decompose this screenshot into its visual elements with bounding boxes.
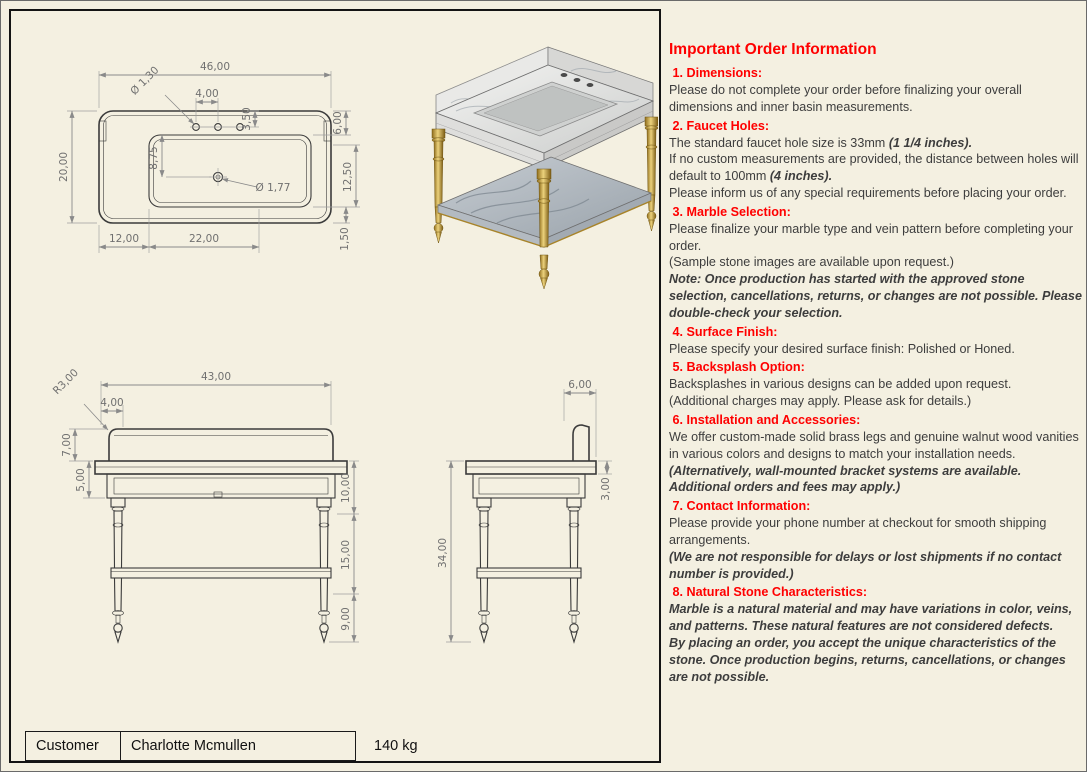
section-paragraph: By placing an order, you accept the uniq… xyxy=(669,635,1066,684)
section-paragraph: The standard faucet hole size is 33mm (1… xyxy=(669,135,973,150)
dim-side-depth-top: 6,00 xyxy=(568,379,591,391)
dim-top-width: 46,00 xyxy=(200,61,230,73)
customer-label: Customer xyxy=(25,731,121,761)
technical-drawing: 46,00 Ø 1,30 4,00 3,50 6,00 20,00 xyxy=(51,46,658,644)
info-sections: 1. Dimensions: Please do not complete you… xyxy=(669,65,1083,685)
drawing-frame: 46,00 Ø 1,30 4,00 3,50 6,00 20,00 xyxy=(9,9,661,763)
section-heading: 4. Surface Finish: xyxy=(669,324,778,339)
section-paragraph: (Alternatively, wall-mounted bracket sys… xyxy=(669,463,1022,495)
section-paragraph: If no custom measurements are provided, … xyxy=(669,152,1079,184)
section-paragraph: Marble is a natural material and may hav… xyxy=(669,602,1073,634)
dim-front-width: 43,00 xyxy=(201,371,231,383)
info-panel-title: Important Order Information xyxy=(669,41,877,58)
section-paragraph: We offer custom-made solid brass legs an… xyxy=(669,429,1079,461)
dim-hole-spacing: 4,00 xyxy=(195,88,218,100)
title-block: Customer Charlotte Mcmullen 140 kg xyxy=(25,731,418,761)
section-heading: 3. Marble Selection: xyxy=(669,204,791,219)
section-heading: 7. Contact Information: xyxy=(669,499,811,514)
dim-right-depth: 12,50 xyxy=(342,162,354,192)
marble-slab-side xyxy=(465,460,597,475)
weight-value: 140 kg xyxy=(374,738,418,754)
dim-radius: R3,00 xyxy=(51,367,81,397)
dim-basin-front: 8,75 xyxy=(148,146,160,169)
section-paragraph: (Sample stone images are available upon … xyxy=(669,255,954,270)
front-view: R3,00 43,00 4,00 7,00 5,00 xyxy=(51,367,359,644)
iso-view xyxy=(431,46,658,290)
overflow-slot-right xyxy=(323,120,332,142)
dim-right-top: 6,00 xyxy=(332,111,344,134)
backsplash-profile xyxy=(572,424,590,461)
section-heading: 6. Installation and Accessories: xyxy=(669,412,861,427)
section-paragraph: (We are not responsible for delays or lo… xyxy=(669,549,1062,581)
section-heading: 2. Faucet Holes: xyxy=(669,118,770,133)
section-paragraph: Please provide your phone number at chec… xyxy=(669,516,1047,547)
section-heading: 1. Dimensions: xyxy=(669,66,763,80)
dim-top-height: 10,00 xyxy=(340,473,352,503)
top-view: 46,00 Ø 1,30 4,00 3,50 6,00 20,00 xyxy=(58,61,360,253)
leg xyxy=(316,497,332,644)
side-view: 6,00 3,00 34,00 xyxy=(437,379,612,644)
overflow-slot-left xyxy=(98,120,107,142)
leg xyxy=(476,497,492,644)
iso-faucet-hole xyxy=(586,83,594,87)
customer-name: Charlotte Mcmullen xyxy=(121,731,356,761)
dim-apron-height: 5,00 xyxy=(75,468,87,491)
section-paragraph: Please do not complete your order before… xyxy=(669,83,1022,114)
iso-leg xyxy=(431,128,446,244)
section-paragraph: Note: Once production has started with t… xyxy=(669,272,1082,320)
shelf-rail-side xyxy=(476,567,582,579)
dim-total-height: 34,00 xyxy=(437,538,449,568)
section-paragraph: (Additional charges may apply. Please as… xyxy=(669,394,972,409)
section-heading: 5. Backsplash Option: xyxy=(669,360,805,375)
dim-hole-diameter: Ø 1,30 xyxy=(128,64,161,97)
leg xyxy=(110,497,126,644)
sink-outline xyxy=(98,110,332,224)
iso-faucet-hole xyxy=(560,73,568,77)
leg xyxy=(566,497,582,644)
dim-left-margin: 12,00 xyxy=(109,233,139,245)
dim-front-offset: 4,00 xyxy=(100,397,123,409)
apron xyxy=(106,473,336,499)
section-paragraph: Backsplashes in various designs can be a… xyxy=(669,377,1012,392)
dim-leg-lower: 9,00 xyxy=(340,607,352,630)
info-panel: Important Order Information 1. Dimension… xyxy=(669,41,1083,685)
shelf-rail xyxy=(110,567,332,579)
dim-drain-diameter: Ø 1,77 xyxy=(256,182,291,194)
iso-leg xyxy=(644,116,658,232)
backsplash xyxy=(108,428,334,461)
dim-backsplash-height: 7,00 xyxy=(61,433,73,456)
dim-leg-upper: 15,00 xyxy=(340,540,352,570)
marble-slab xyxy=(94,460,348,475)
iso-faucet-hole xyxy=(573,78,581,82)
dim-slab-thickness: 3,00 xyxy=(600,477,612,500)
section-heading: 8. Natural Stone Characteristics: xyxy=(669,585,868,600)
section-paragraph: Please finalize your marble type and vei… xyxy=(669,221,1073,253)
section-paragraph: Please specify your desired surface fini… xyxy=(669,341,1015,356)
dim-edge-gap: 1,50 xyxy=(339,227,351,250)
iso-leg xyxy=(536,168,552,290)
basin-outline xyxy=(148,134,312,208)
dim-basin-width: 22,00 xyxy=(189,233,219,245)
apron-side xyxy=(472,473,586,499)
dim-depth: 20,00 xyxy=(58,152,70,182)
dim-hole-offset: 3,50 xyxy=(241,107,253,130)
section-paragraph: Please inform us of any special requirem… xyxy=(669,185,1067,200)
